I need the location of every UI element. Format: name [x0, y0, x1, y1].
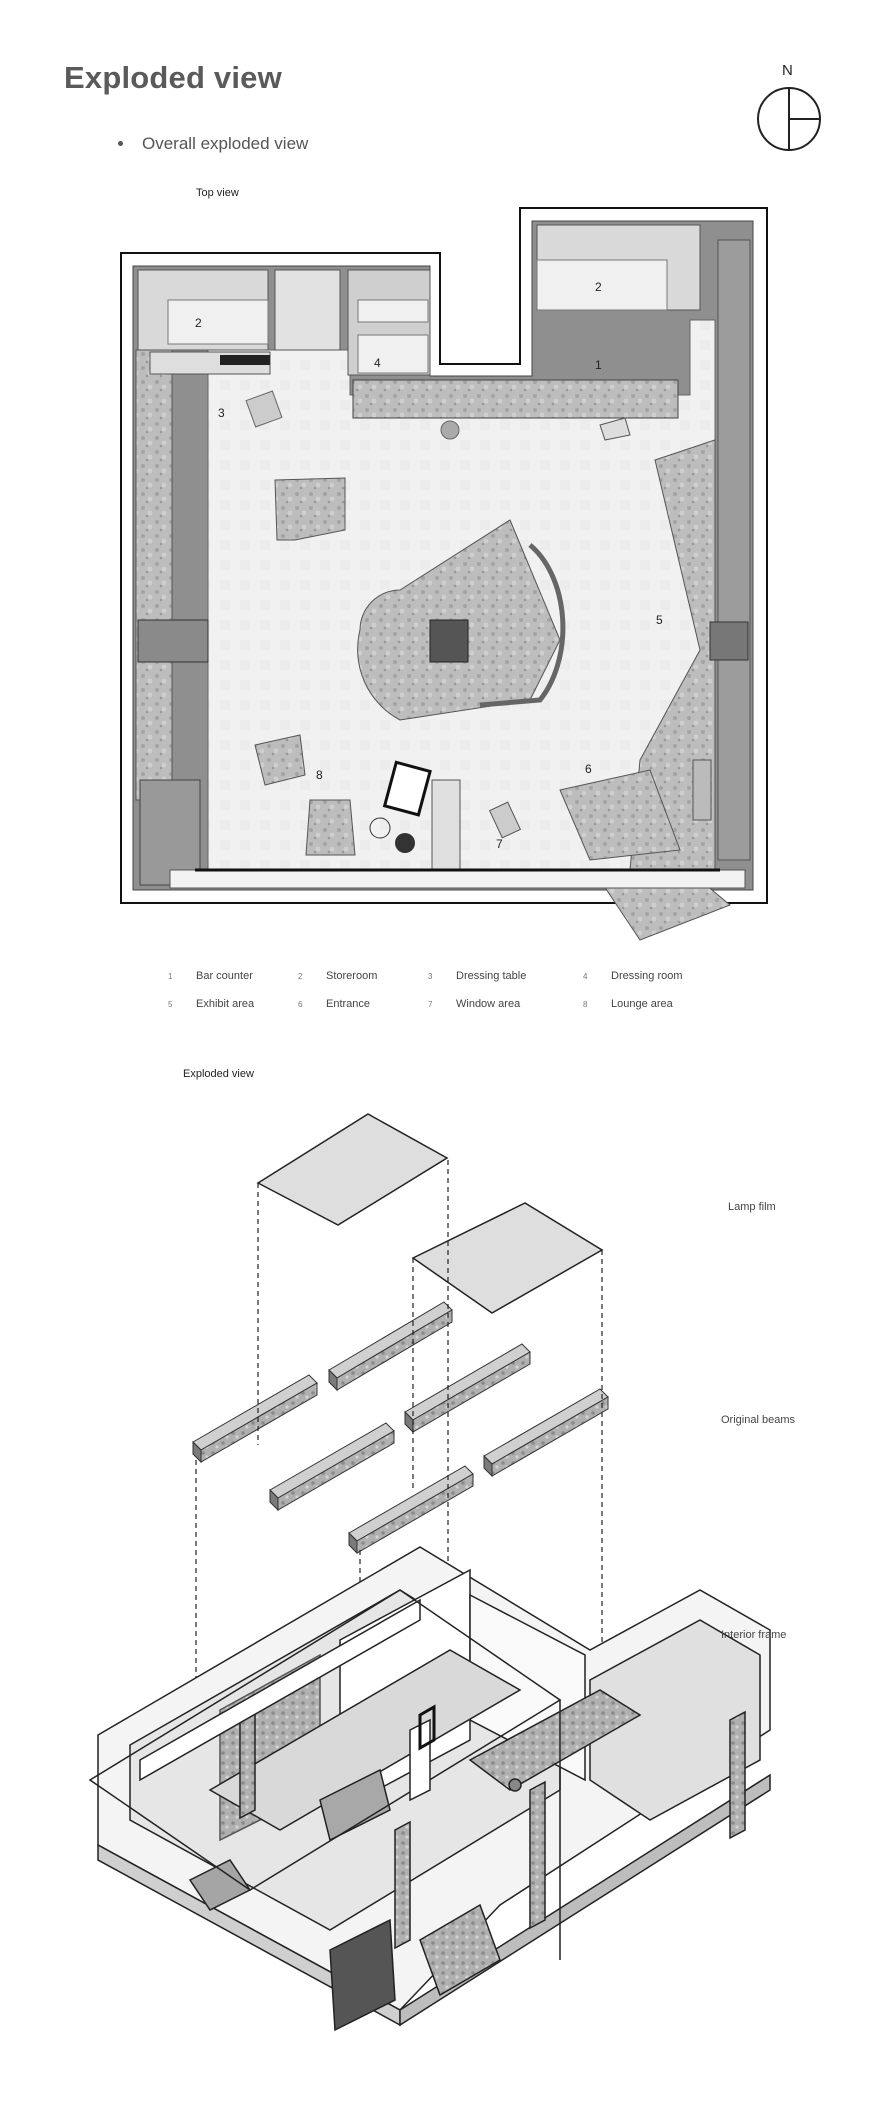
top-view-floor-plan [120, 207, 768, 941]
page-subtitle: Overall exploded view [142, 134, 309, 153]
interior-frame [88, 1546, 771, 2032]
layer-label-lamp-film: Lamp film [728, 1201, 776, 1213]
zone-number: 6 [585, 762, 592, 776]
layer-label-original-beams: Original beams [721, 1414, 795, 1426]
lamp-film-panel [411, 1202, 604, 1314]
zone-number: 3 [218, 406, 225, 420]
bullet-dot [118, 141, 123, 146]
zone-number: 2 [195, 316, 202, 330]
original-beams [192, 1301, 609, 1555]
exploded-view-label: Exploded view [183, 1068, 254, 1080]
page-title: Exploded view [64, 60, 282, 95]
zone-number: 4 [374, 356, 381, 370]
layer-label-interior-frame: Interior frame [721, 1629, 787, 1641]
zone-number: 7 [496, 837, 503, 851]
zone-number: 1 [595, 358, 602, 372]
zone-number: 2 [595, 280, 602, 294]
lamp-film-panel [256, 1113, 449, 1226]
bar-counter [352, 379, 679, 419]
compass-north-label: N [782, 62, 793, 79]
center-block [429, 619, 469, 663]
zone-number: 5 [656, 613, 663, 627]
north-compass-icon: N [755, 62, 825, 154]
top-view-label: Top view [196, 187, 239, 199]
zone-number: 8 [316, 768, 323, 782]
